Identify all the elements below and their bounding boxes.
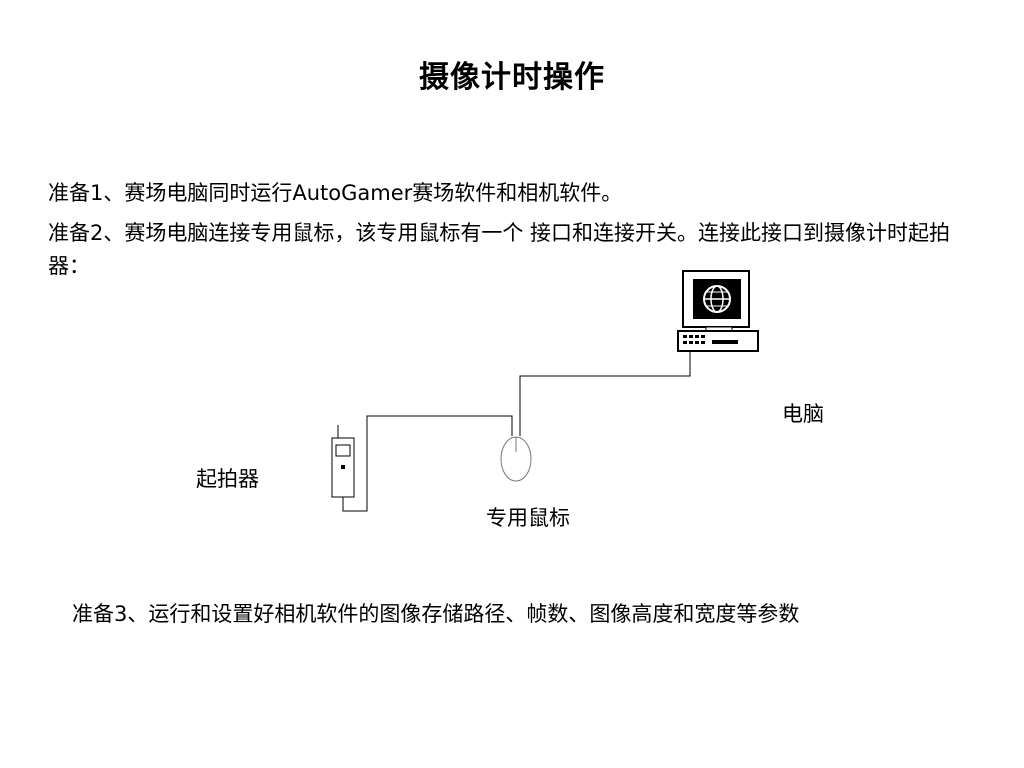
mouse-to-trigger-cable [342,415,513,512]
trigger-label: 起拍器 [196,467,259,491]
slide-title: 摄像计时操作 [419,60,605,95]
pc-to-mouse-cable [519,352,691,436]
mouse-icon [500,436,532,482]
step-3-text: 准备3、运行和设置好相机软件的图像存储路径、帧数、图像高度和宽度等参数 [72,602,800,626]
computer-icon [677,270,759,352]
computer-label: 电脑 [782,402,824,426]
step-2-text: 准备2、赛场电脑连接专用鼠标，该专用鼠标有一个 接口和连接开关。连接此接口到摄像… [48,221,951,278]
trigger-device-icon [331,425,355,498]
step-1-text: 准备1、赛场电脑同时运行AutoGamer赛场软件和相机软件。 [48,181,623,205]
mouse-label: 专用鼠标 [486,506,570,530]
